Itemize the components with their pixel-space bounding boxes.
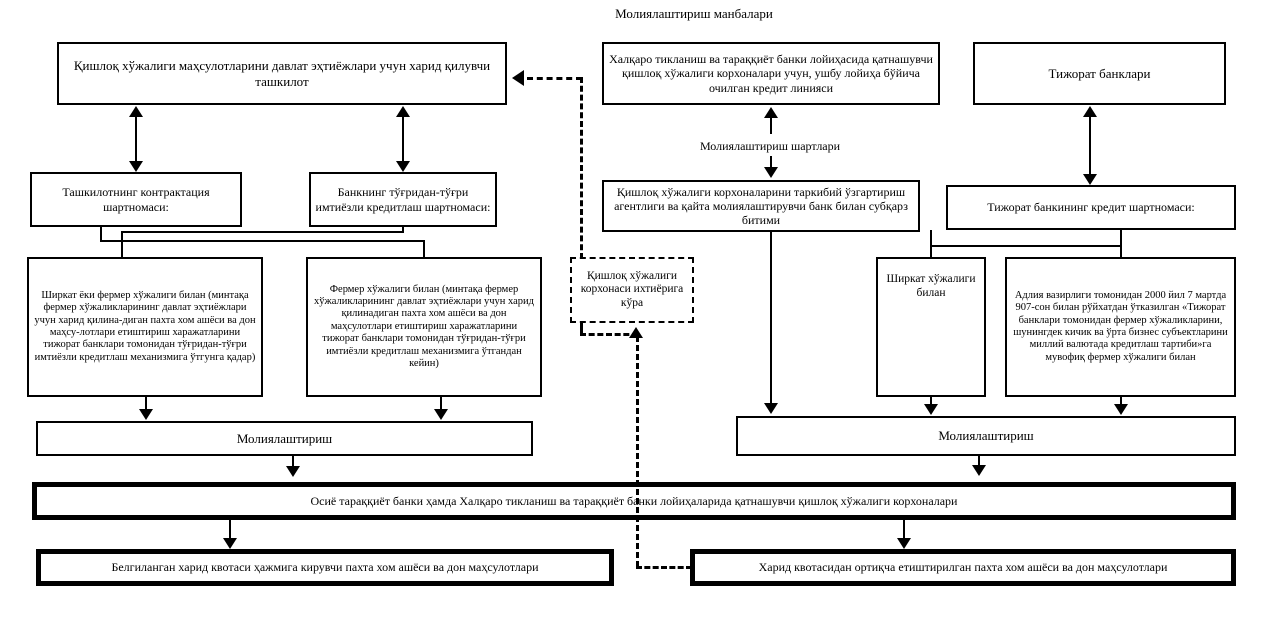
arrow-down-icon [434,409,448,420]
box-procurement-organization: Қишлоқ хўжалиги маҳсулотларини давлат эҳ… [57,42,507,105]
arrow-up-icon [129,106,143,117]
label-financing-sources: Молиялаштириш манбалари [615,6,773,21]
box-financing-left: Молиялаштириш [36,421,533,456]
dashed-connector [580,333,638,336]
connector-line [1120,397,1122,405]
dashed-connector [527,77,582,80]
box-farmer-only-condition: Фермер хўжалиги билан (минтақа фермер хў… [306,257,542,397]
arrow-down-icon [924,404,938,415]
arrow-down-icon [223,538,237,549]
arrow-down-icon [286,466,300,477]
connector-line [978,456,980,466]
dashed-connector [636,336,639,567]
box-shirkat-or-farmer-condition: Ширкат ёки фермер хўжалиги билан (минтақ… [27,257,263,397]
connector-line [930,230,932,257]
connector-line [402,116,404,164]
box-contraction-agreement: Ташкилотнинг контрактация шартномаси: [30,172,242,227]
arrow-down-icon [764,167,778,178]
dashed-connector [580,77,583,259]
arrow-down-icon [1114,404,1128,415]
arrow-down-icon [396,161,410,172]
arrow-down-icon [897,538,911,549]
connector-line [100,227,102,241]
connector-line [122,231,404,233]
arrow-up-icon [764,107,778,118]
arrow-up-icon [1083,106,1097,117]
connector-line [770,232,772,404]
connector-line [770,118,772,134]
connector-line [1120,230,1122,257]
dashed-connector [580,323,583,335]
box-subloan-agreement: Қишлоқ хўжалиги корхоналарини таркибий ў… [602,180,920,232]
connector-line [135,116,137,164]
box-participating-enterprises: Осиё тараққиёт банки ҳамда Халқаро тикла… [32,482,1236,520]
box-ministry-of-justice-rule: Адлия вазирлиги томонидан 2000 йил 7 мар… [1005,257,1236,397]
box-within-quota-products: Белгиланган харид квотаси ҳажмига кирувч… [36,549,614,586]
box-commercial-banks: Тижорат банклари [973,42,1226,105]
box-ibrd-credit-line: Халқаро тикланиш ва тараққиёт банки лойи… [602,42,940,105]
box-bank-direct-preferential-agreement: Банкнинг тўғридан-тўғри имтиёзли кредитл… [309,172,497,227]
arrow-down-icon [1083,174,1097,185]
connector-line [903,520,905,539]
box-above-quota-products: Харид квотасидан ортиқча етиштирилган па… [690,549,1236,586]
arrow-down-icon [129,161,143,172]
label-financing-conditions: Молиялаштириш шартлари [699,139,841,153]
box-enterprise-choice: Қишлоқ хўжалиги корхонаси ихтиёрига кўра [570,257,694,323]
connector-line [229,520,231,539]
connector-line [930,245,1122,247]
box-financing-right: Молиялаштириш [736,416,1236,456]
arrow-left-icon [512,70,524,86]
arrow-up-icon [629,327,643,338]
connector-line [770,156,772,168]
connector-line [440,397,442,410]
arrow-down-icon [139,409,153,420]
box-commercial-bank-credit-agreement: Тижорат банкининг кредит шартномаси: [946,185,1236,230]
connector-line [100,240,425,242]
arrow-up-icon [396,106,410,117]
arrow-down-icon [972,465,986,476]
dashed-connector [636,566,692,569]
connector-line [121,231,123,257]
connector-line [292,456,294,467]
connector-line [423,240,425,257]
connector-line [402,227,404,232]
connector-line [930,397,932,405]
connector-line [145,397,147,410]
arrow-down-icon [764,403,778,414]
connector-line [1089,116,1091,178]
box-shirkat-farm: Ширкат хўжалиги билан [876,257,986,397]
